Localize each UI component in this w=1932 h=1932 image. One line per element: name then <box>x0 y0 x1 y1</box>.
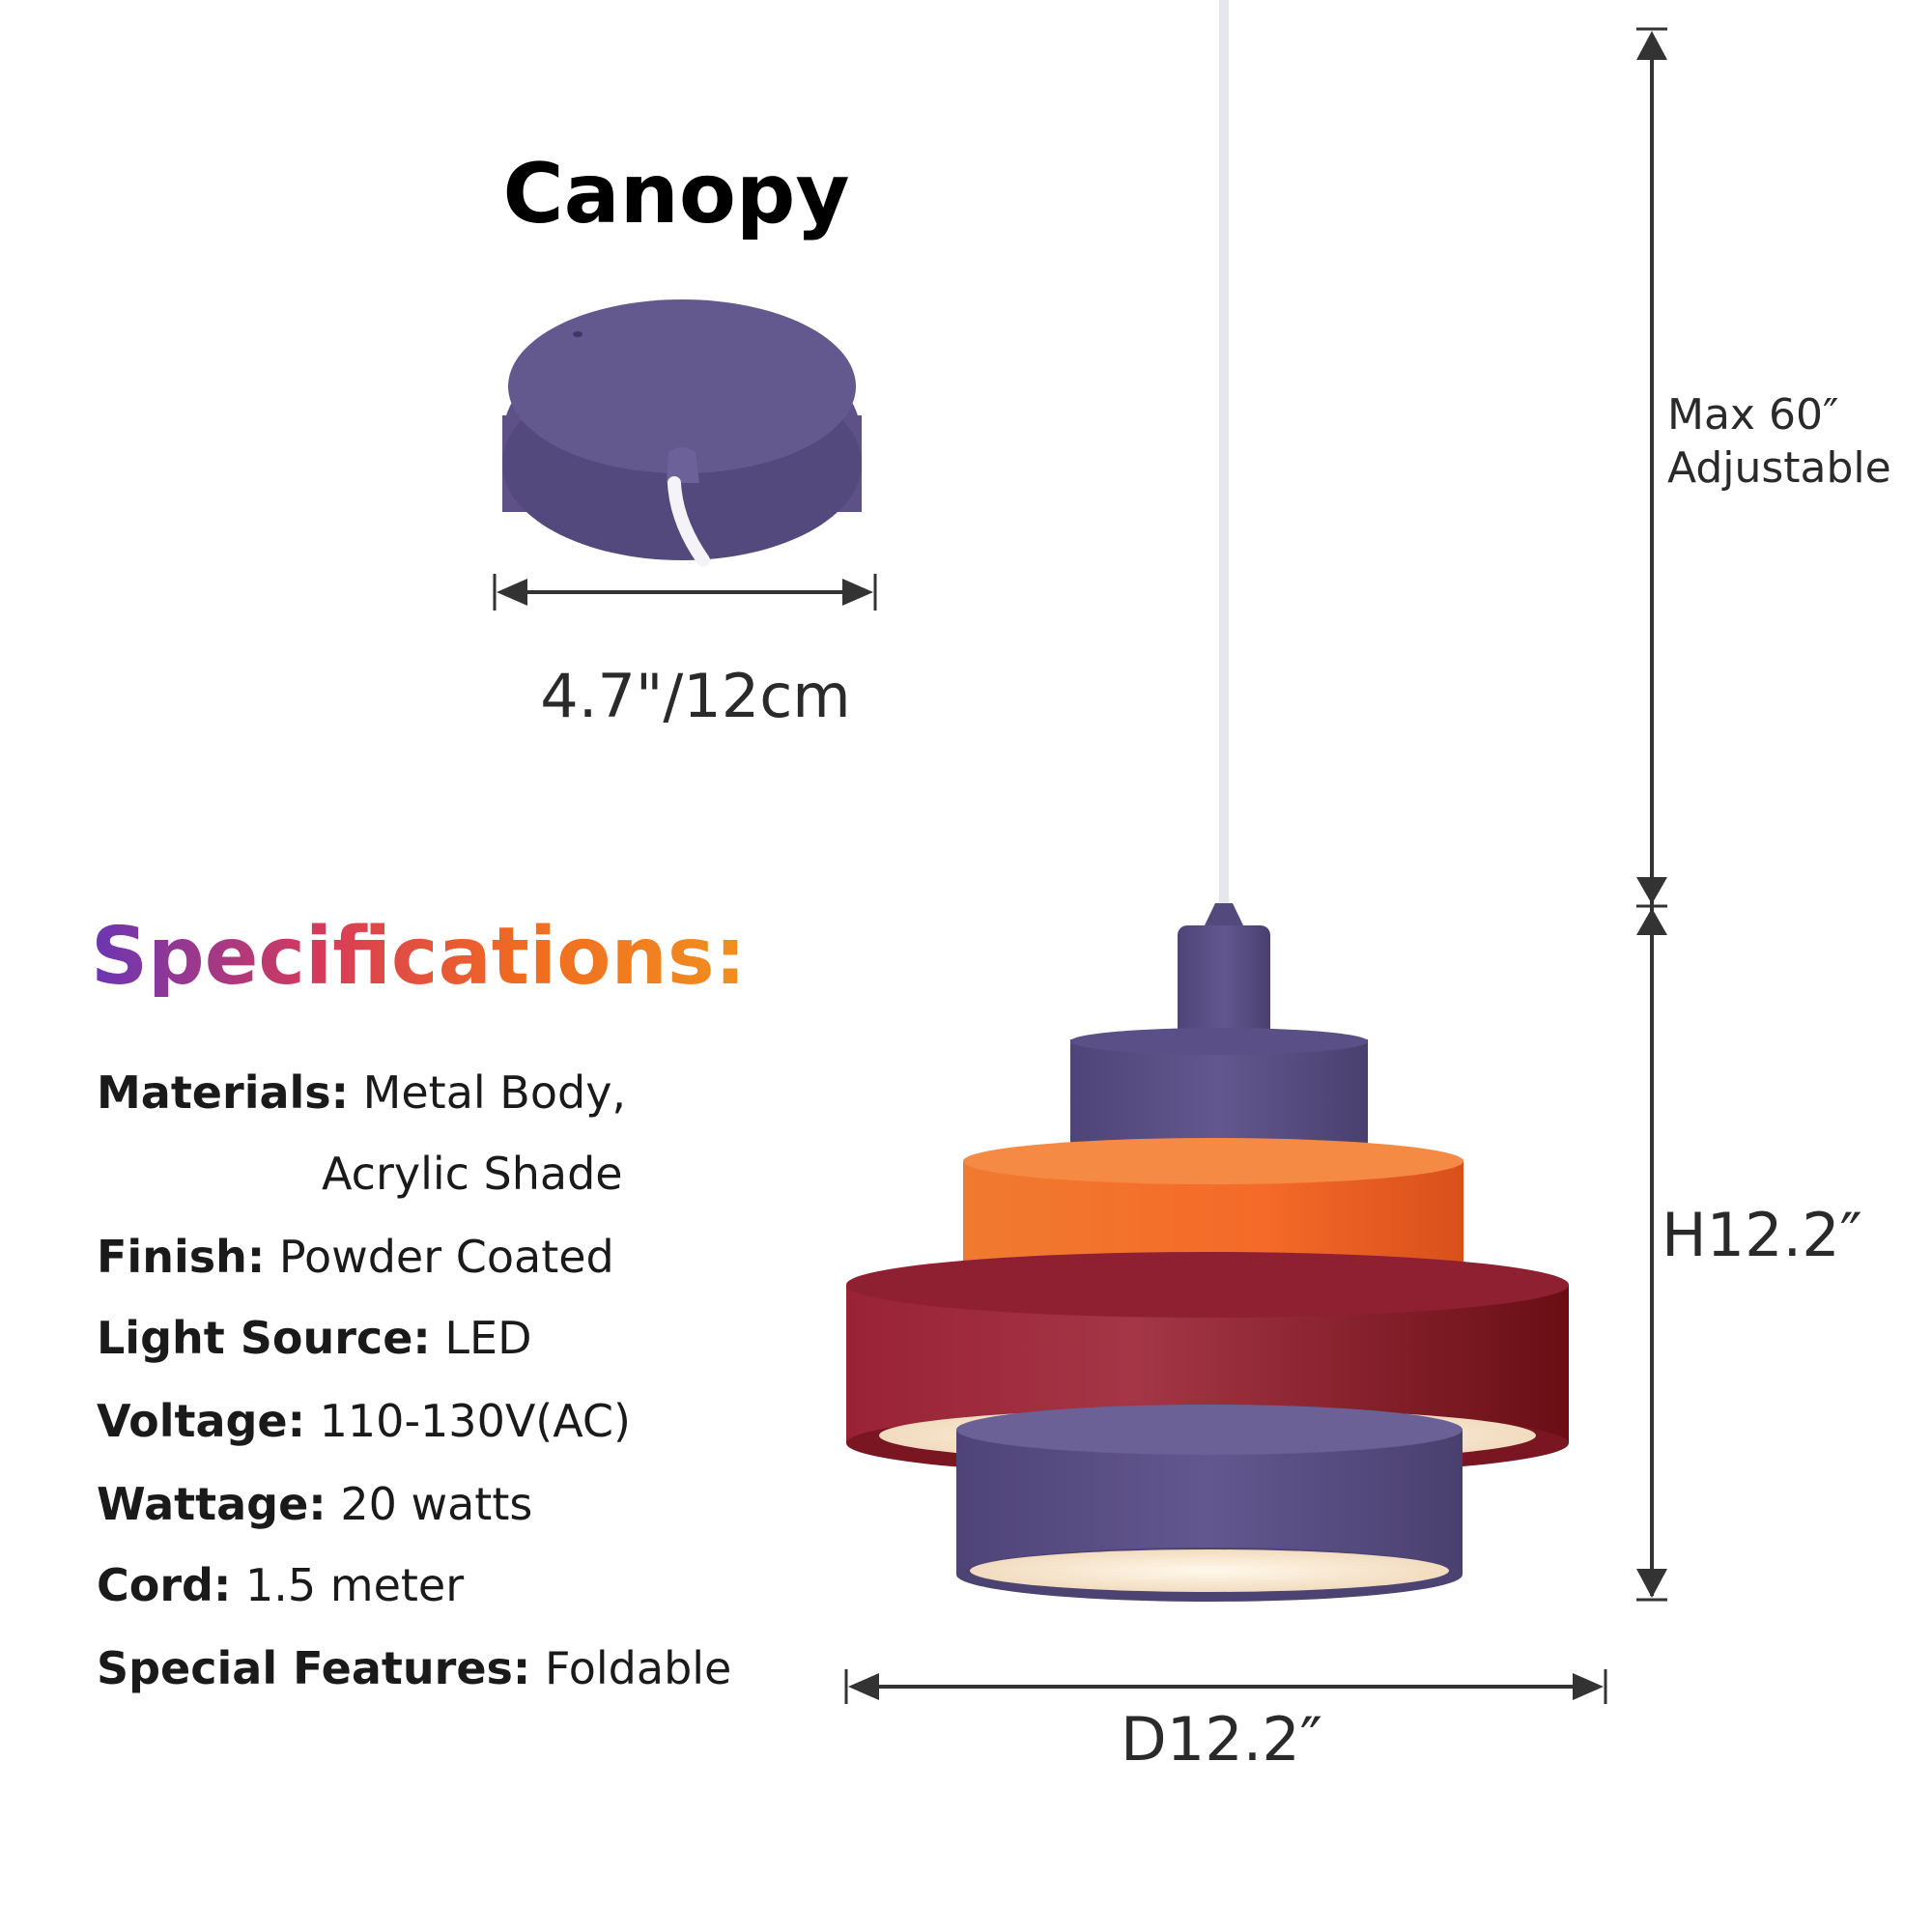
spec-value: Powder Coated <box>278 1231 614 1283</box>
spec-row-materials-continued: Acrylic Shade <box>322 1151 623 1196</box>
specifications-title: Specifications: <box>91 911 747 1003</box>
pendant-cord <box>1219 0 1229 903</box>
spec-value: 20 watts <box>340 1478 533 1530</box>
lamp-cap-tip <box>1204 903 1244 927</box>
spec-row-special-features: Special Features: Foldable <box>97 1646 731 1690</box>
canopy-top <box>508 299 856 473</box>
lamp-stem <box>1178 925 1270 1039</box>
spec-value: LED <box>444 1312 532 1364</box>
spec-value: Metal Body, <box>362 1066 627 1119</box>
canopy-title: Canopy <box>502 146 850 242</box>
canopy-grommet <box>667 447 699 483</box>
spec-row-materials: Materials: Metal Body, <box>97 1070 626 1115</box>
diameter-dimension-arrow <box>844 1669 1607 1704</box>
canopy-screw <box>573 331 582 337</box>
pendant-lamp-image <box>846 903 1569 1602</box>
spec-row-finish: Finish: Powder Coated <box>97 1235 614 1279</box>
spec-row-light-source: Light Source: LED <box>97 1316 532 1360</box>
height-dimension-arrow <box>1636 27 1667 1602</box>
spec-label: Special Features: <box>97 1642 531 1694</box>
spec-row-voltage: Voltage: 110-130V(AC) <box>97 1399 631 1443</box>
spec-value: 110-130V(AC) <box>319 1395 631 1447</box>
spec-label: Finish: <box>97 1231 266 1283</box>
lamp-glow-lower <box>970 1549 1449 1592</box>
spec-value: Foldable <box>544 1642 732 1694</box>
spec-label: Light Source: <box>97 1312 431 1364</box>
canopy-width-label: 4.7"/12cm <box>540 661 851 731</box>
canopy-cord <box>668 476 710 567</box>
lamp-ring-top <box>1070 1039 1368 1148</box>
cord-length-line1: Max 60″ <box>1667 390 1839 440</box>
spec-row-wattage: Wattage: 20 watts <box>97 1482 532 1526</box>
cord-length-line2: Adjustable <box>1667 443 1891 493</box>
spec-label: Cord: <box>97 1559 232 1611</box>
height-label: H12.2″ <box>1662 1200 1862 1270</box>
spec-value: Acrylic Shade <box>322 1148 623 1200</box>
canopy-width-arrow <box>493 574 877 611</box>
spec-label: Wattage: <box>97 1478 327 1530</box>
canopy-image <box>502 299 862 567</box>
spec-label: Voltage: <box>97 1395 306 1447</box>
spec-value: 1.5 meter <box>245 1559 465 1611</box>
cord-length-label: Max 60″ Adjustable <box>1667 388 1891 495</box>
spec-row-cord: Cord: 1.5 meter <box>97 1563 464 1607</box>
diameter-label: D12.2″ <box>1121 1704 1322 1775</box>
spec-label: Materials: <box>97 1066 350 1119</box>
